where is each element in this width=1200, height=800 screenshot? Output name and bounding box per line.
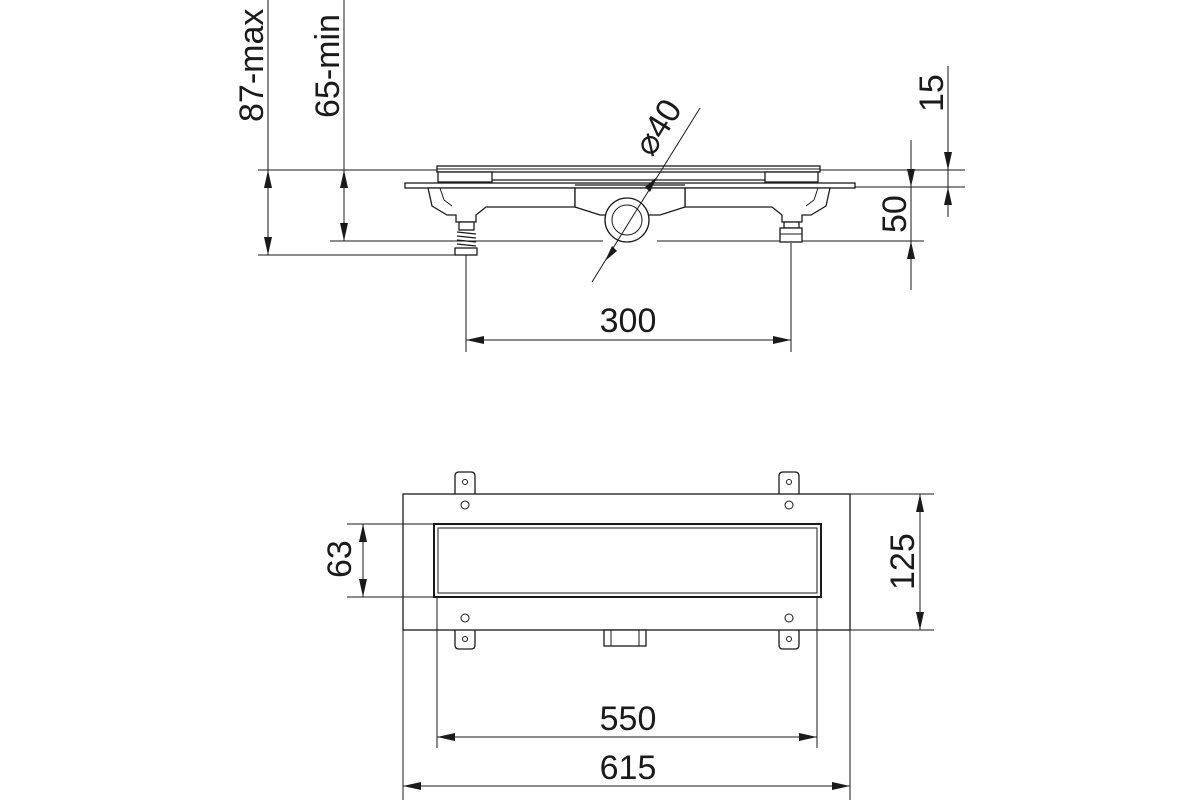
top-view: 63 125 550 615 [321, 471, 934, 800]
channel-inner [437, 527, 818, 594]
drain-body-side [404, 165, 856, 256]
dim-125: 125 [850, 493, 934, 631]
dim-63-label: 63 [321, 540, 359, 578]
dim-550-label: 550 [600, 700, 657, 738]
dim-50-label: 50 [876, 195, 914, 233]
dim-15-label: 15 [913, 74, 951, 112]
screw-holes [460, 500, 794, 623]
dim-diameter-label: ⌀40 [627, 93, 690, 163]
dim-125-label: 125 [884, 533, 922, 590]
side-view: 87-max 65-min 15 50 [233, 0, 965, 352]
dim-15: 15 [913, 66, 952, 217]
dim-65-min: 65-min [309, 0, 348, 241]
dim-50: 50 [876, 140, 915, 290]
dim-550: 550 [436, 597, 818, 748]
channel-outer [433, 523, 822, 598]
dim-615: 615 [402, 630, 851, 800]
dim-65-min-label: 65-min [309, 14, 347, 118]
dim-87-max-label: 87-max [233, 9, 271, 122]
mounting-tabs [454, 471, 800, 650]
dim-300-label: 300 [600, 302, 657, 340]
dim-63: 63 [321, 523, 434, 598]
dim-615-label: 615 [600, 749, 657, 787]
dim-300: 300 [465, 243, 792, 352]
outlet-top-view [603, 629, 647, 647]
dim-87-max: 87-max [233, 0, 272, 255]
flange-plate [402, 493, 851, 631]
